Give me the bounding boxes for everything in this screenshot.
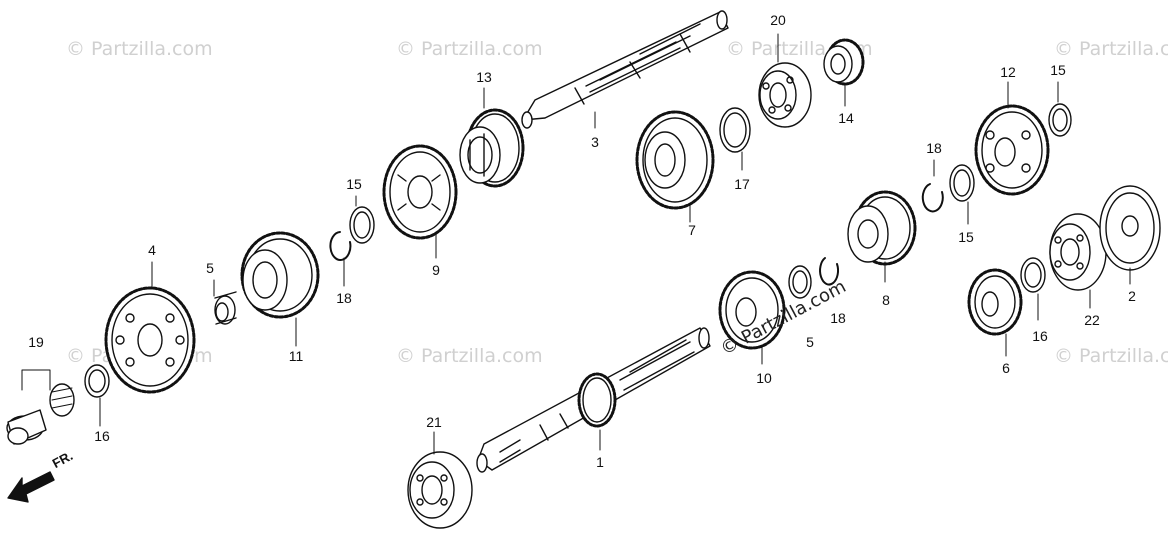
gear-10 [718, 270, 786, 365]
callout-2: 2 [1128, 288, 1136, 304]
gear-6 [967, 268, 1023, 357]
callout-7: 7 [688, 222, 696, 238]
callout-8: 8 [882, 292, 890, 308]
callout-5: 5 [806, 334, 814, 350]
washer-16a [84, 364, 110, 427]
washer-15a [349, 195, 375, 244]
front-arrow-icon [7, 471, 55, 503]
bushing-5a [213, 279, 237, 325]
callout-12: 12 [1000, 64, 1016, 80]
bearing-22 [1049, 213, 1107, 309]
watermark: © Partzilla.com [1054, 345, 1168, 367]
callout-16: 16 [94, 428, 110, 444]
callout-16: 16 [1032, 328, 1048, 344]
callout-17: 17 [734, 176, 750, 192]
callout-6: 6 [1002, 360, 1010, 376]
callout-11: 11 [288, 348, 304, 364]
bearing-14 [823, 38, 865, 107]
watermark: © Partzilla.com [396, 345, 543, 367]
callout-5: 5 [206, 260, 214, 276]
gear-13 [459, 87, 525, 188]
countershaft-3 [521, 10, 729, 129]
washer-15b [949, 164, 975, 225]
watermark: © Partzilla.com [1054, 38, 1168, 60]
callout-18: 18 [926, 140, 942, 156]
circlip-18b [819, 257, 840, 286]
gear-8 [847, 190, 917, 283]
callout-10: 10 [756, 370, 772, 386]
collar-5b [788, 265, 812, 299]
gear-4 [104, 261, 196, 394]
bearing-21 [407, 431, 473, 529]
mainshaft-1 [476, 327, 711, 473]
callout-3: 3 [591, 134, 599, 150]
callout-21: 21 [426, 414, 442, 430]
gear-7 [635, 110, 715, 223]
callout-14: 14 [838, 110, 854, 126]
cover-2 [1099, 185, 1161, 285]
callout-19: 19 [28, 334, 44, 350]
callout-18: 18 [830, 310, 846, 326]
gear-12 [974, 81, 1050, 196]
watermark: © Partzilla.com [66, 38, 213, 60]
callout-18: 18 [336, 290, 352, 306]
bearing-19 [6, 369, 75, 445]
callout-20: 20 [770, 12, 786, 28]
circlip-18c [921, 159, 944, 213]
callout-15: 15 [346, 176, 362, 192]
callout-4: 4 [148, 242, 156, 258]
washer-16b [1020, 257, 1046, 321]
watermark: © Partzilla.com [396, 38, 543, 60]
callout-1: 1 [596, 454, 604, 470]
callout-13: 13 [476, 69, 492, 85]
callout-15: 15 [1050, 62, 1066, 78]
gear-11 [240, 231, 320, 347]
circlip-18a [329, 231, 352, 287]
callout-15: 15 [958, 229, 974, 245]
washer-15c [1048, 81, 1072, 137]
bearing-20 [758, 33, 812, 128]
callout-9: 9 [432, 262, 440, 278]
callout-22: 22 [1084, 312, 1100, 328]
gear-9 [382, 144, 458, 259]
washer-17 [719, 107, 751, 171]
